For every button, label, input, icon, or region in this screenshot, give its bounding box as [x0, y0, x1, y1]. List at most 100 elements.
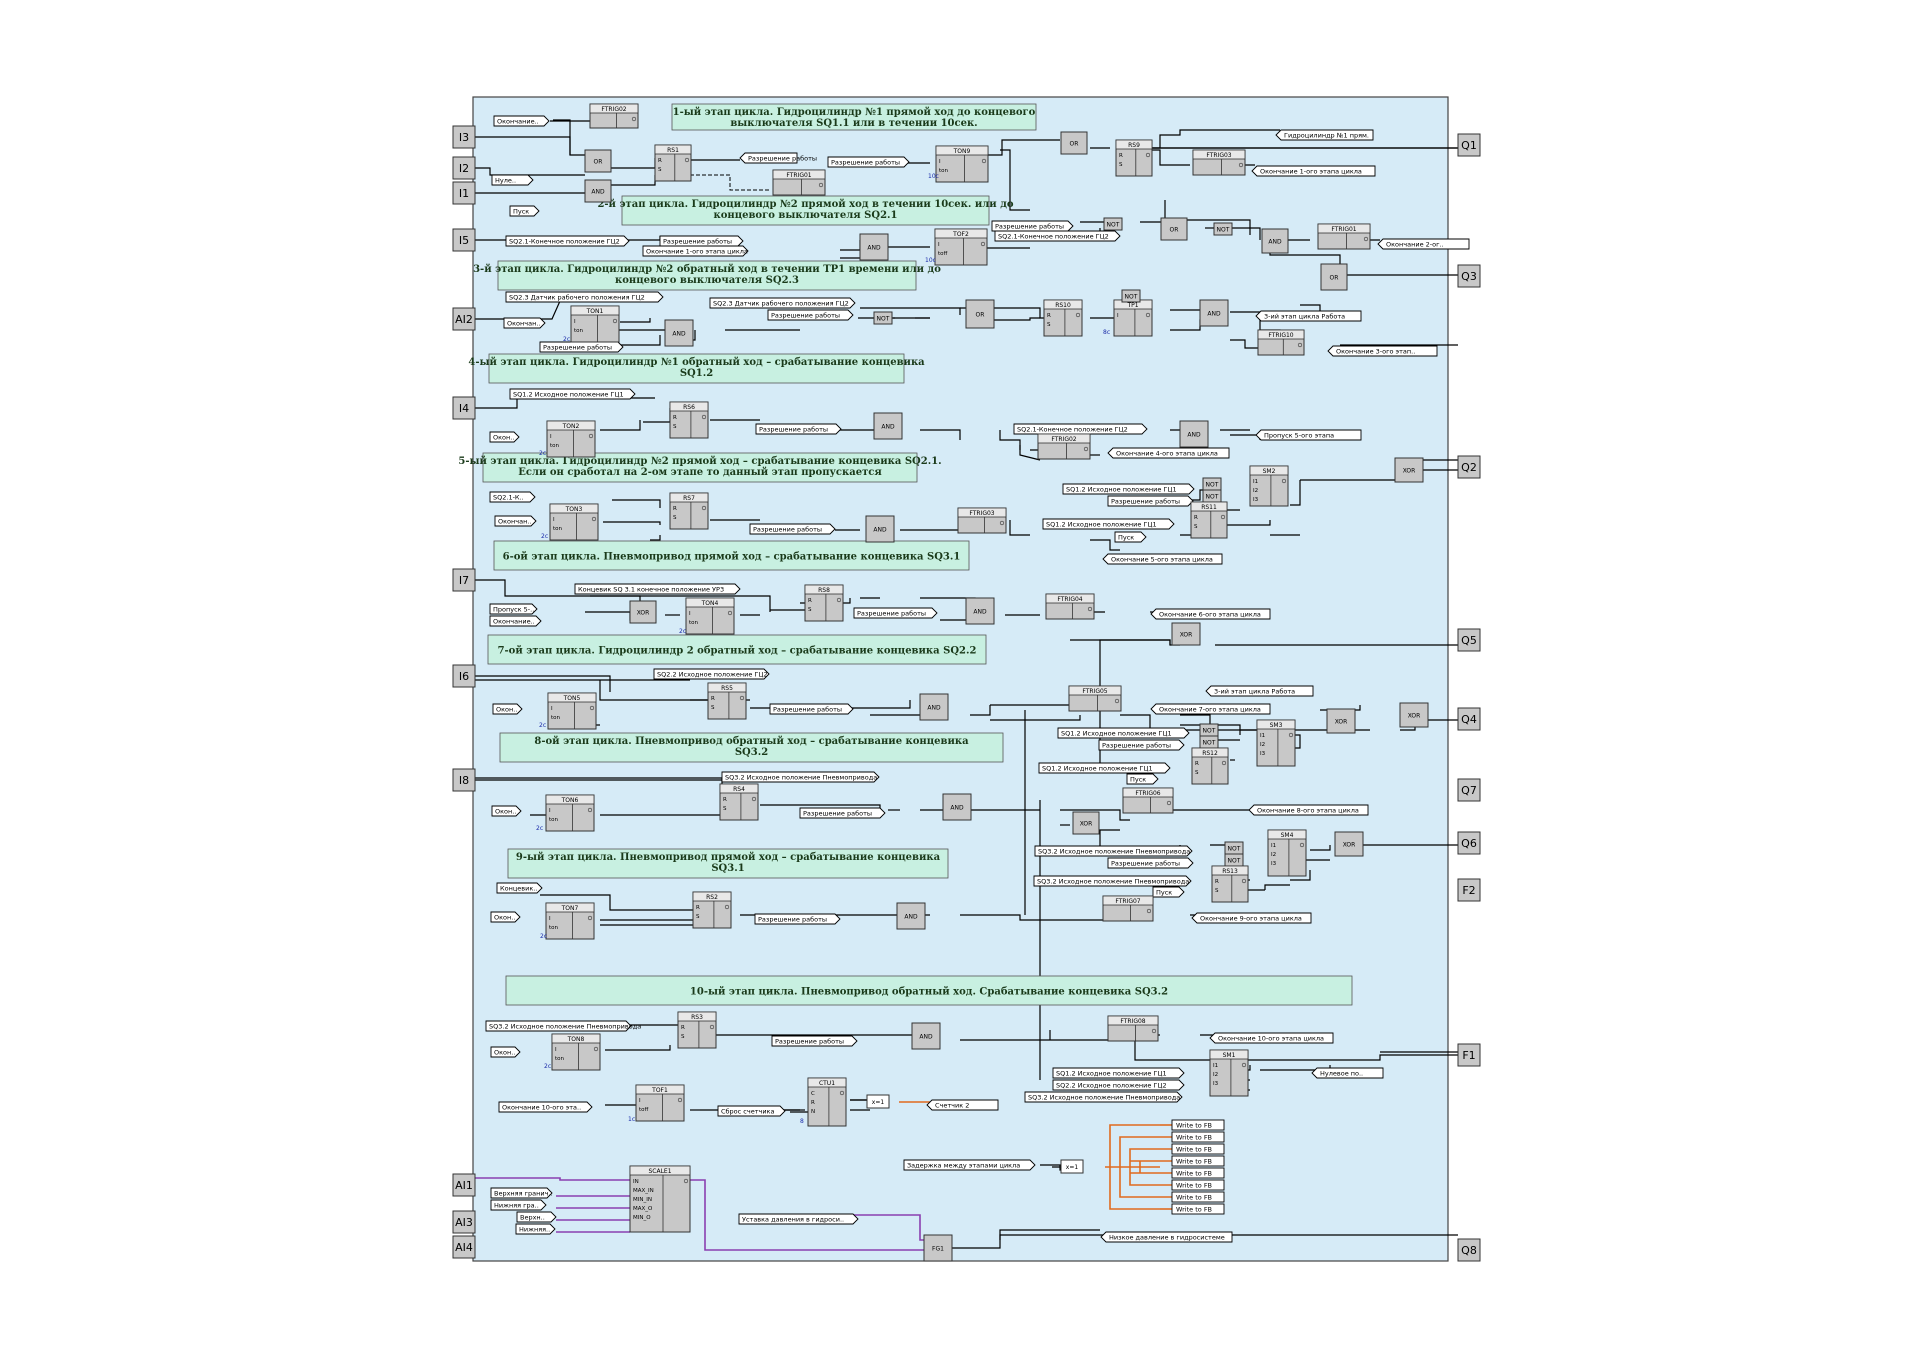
block-title: SM2	[1263, 468, 1276, 475]
output-terminal-q5: Q5	[1457, 628, 1481, 652]
stage-box-s9: 9-ый этап цикла. Пневмопривод прямой ход…	[507, 848, 949, 879]
tag-text: SQ2.3 Датчик рабочего положения ГЦ2	[509, 294, 645, 302]
tag-shape	[1052, 1067, 1185, 1079]
block-out-pin	[724, 904, 730, 910]
stage-box-bg	[493, 540, 970, 571]
block-b-xk1: x=1	[866, 1094, 890, 1109]
write-fb-item: Write to FB	[1171, 1155, 1225, 1167]
block-title: x=1	[872, 1099, 885, 1106]
tag-t-okon1: Окончание 1-ого этапа цикла	[642, 245, 749, 257]
tag-text: Пуск	[1118, 534, 1134, 542]
block-pin: I2	[1253, 488, 1258, 494]
block-title: RS1	[667, 147, 679, 154]
wire	[920, 429, 961, 440]
tag-text: Разрешение работы	[857, 610, 926, 618]
tag-t-razr5: Разрешение работы	[767, 309, 854, 321]
timer-label: 10c	[925, 257, 936, 264]
block-header	[546, 420, 596, 431]
block-out-pin	[1363, 236, 1369, 242]
block-pin: R	[723, 797, 727, 803]
tag-text: Окончан..	[507, 320, 540, 328]
tag-text: Сброс счетчика	[721, 1108, 774, 1116]
tag-t-razr3: Разрешение работы	[659, 235, 744, 247]
tag-text: SQ2.1-Конечное положение ГЦ2	[998, 233, 1109, 241]
block-b-not9: NOT	[1224, 841, 1244, 855]
tag-t-razr7: Разрешение работы	[749, 523, 836, 535]
tag-text: SQ2.3 Датчик рабочего положения ГЦ2	[713, 300, 849, 308]
block-title: RS4	[733, 786, 745, 793]
block-title: NOT	[1206, 482, 1219, 489]
tag-shape	[1100, 1231, 1233, 1243]
block-title: AND	[672, 331, 686, 338]
input-terminal-i8: I8	[452, 768, 476, 792]
block-b-and3: AND	[1261, 228, 1289, 254]
output-terminal-box	[1457, 778, 1481, 802]
tag-shape	[1052, 1079, 1185, 1091]
stage-text-line: SQ1.2	[680, 368, 713, 379]
io-layer: I3I2I1I5AI2I4I7I6I8AI1AI3AI4Q1Q3Q2Q5Q4Q7…	[452, 125, 1481, 1262]
tag-text: SQ2.1-Конечное положение ГЦ2	[1017, 426, 1128, 434]
tag-t-okon6: Окончание..	[489, 615, 542, 627]
block-header	[772, 169, 826, 180]
block-title: OR	[594, 159, 603, 166]
output-terminal-box	[1457, 133, 1481, 157]
output-terminal-q2: Q2	[1457, 455, 1481, 479]
tag-text: Разрешение работы	[758, 916, 827, 924]
tag-t-okon7: Окон..	[492, 703, 523, 715]
block-title: XOR	[1180, 632, 1193, 639]
input-terminal-label: AI3	[455, 1216, 473, 1229]
block-b-xor7: XOR	[1334, 831, 1364, 857]
block-pin: ton	[939, 168, 949, 174]
tag-text: Окончание..	[493, 618, 535, 626]
stage-text-line: SQ3.2	[735, 747, 768, 758]
stage-text-line: концевого выключателя SQ2.1	[714, 210, 898, 221]
wire	[1240, 520, 1271, 526]
tag-shape	[1152, 886, 1185, 898]
block-header	[551, 1033, 601, 1044]
tag-text: Пуск	[513, 208, 529, 216]
block-title: NOT	[1107, 222, 1120, 229]
tag-r-etap3b: 3-ий этап цикла Работа	[1205, 685, 1314, 697]
input-terminal-box	[452, 125, 476, 149]
stage-box-s10: 10-ый этап цикла. Пневмопривод обратный …	[505, 975, 1353, 1006]
wire	[1080, 809, 1130, 821]
block-body	[1072, 811, 1100, 835]
wire	[1290, 480, 1301, 506]
block-b-fg1: FG1	[923, 1234, 953, 1262]
tag-text: SQ1.2 Исходное положение ГЦ1	[1061, 730, 1172, 738]
tag-text: Разрешение работы	[1111, 860, 1180, 868]
block-header	[1257, 329, 1305, 340]
tag-shape	[1013, 423, 1148, 435]
tag-shape	[721, 771, 880, 783]
block-b-ftrig07: FTRIG07	[1102, 895, 1154, 922]
block-pin: R	[696, 905, 700, 911]
block-b-xor6: XOR	[1072, 811, 1100, 835]
tag-r-gidro: Гидроцилиндр №1 прям.	[1275, 129, 1374, 141]
tag-shape	[490, 1046, 521, 1058]
wire	[1119, 1136, 1150, 1167]
block-pin: I2	[1213, 1072, 1218, 1078]
block-body	[1261, 228, 1289, 254]
block-pin: S	[658, 167, 662, 173]
tag-text: Окончание 7-ого этапа цикла	[1159, 706, 1261, 714]
block-title: TON3	[565, 506, 583, 513]
tag-text: SQ3.2 Исходное положение Пневмопривода	[725, 774, 877, 782]
block-header	[570, 305, 620, 316]
input-terminal-label: I1	[459, 187, 469, 200]
block-header	[1249, 465, 1289, 476]
block-pin: MAX_IN	[633, 1188, 654, 1194]
tag-text: 3-ий этап цикла Работа	[1264, 313, 1345, 321]
block-title: TON7	[561, 905, 579, 912]
wire	[1290, 870, 1311, 881]
block-pin: I	[1117, 313, 1119, 319]
block-b-ftrig2: FTRIG02	[589, 103, 639, 129]
tag-t-sq23a: SQ2.3 Датчик рабочего положения ГЦ2	[505, 291, 664, 303]
block-pin: I3	[1271, 861, 1277, 867]
tag-text: Окон..	[495, 808, 516, 816]
wire	[540, 894, 700, 911]
